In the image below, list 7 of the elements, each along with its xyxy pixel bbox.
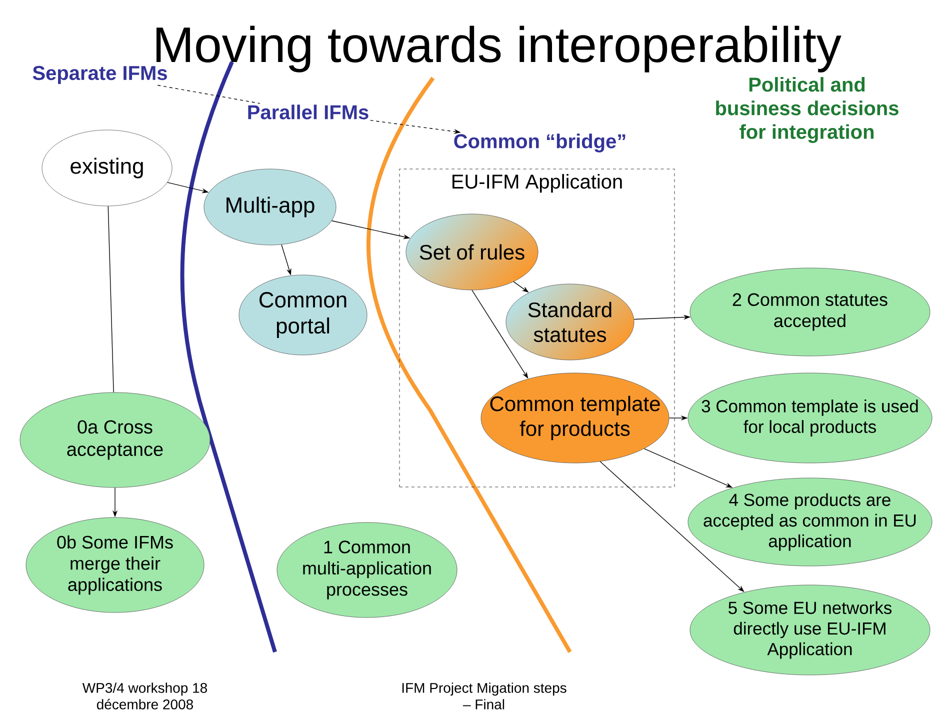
footer-text: IFM Project Migation steps – Final (402, 682, 566, 710)
leader-line (108, 206, 114, 393)
phase-heading: Common “bridge” (454, 134, 626, 152)
leader-line (157, 84, 260, 104)
phase-heading: Parallel IFMs (248, 104, 368, 120)
footer-text: WP3/4 workshop 18 décembre 2008 (82, 682, 207, 710)
note-text: Political and business decisions for integration (716, 77, 898, 143)
